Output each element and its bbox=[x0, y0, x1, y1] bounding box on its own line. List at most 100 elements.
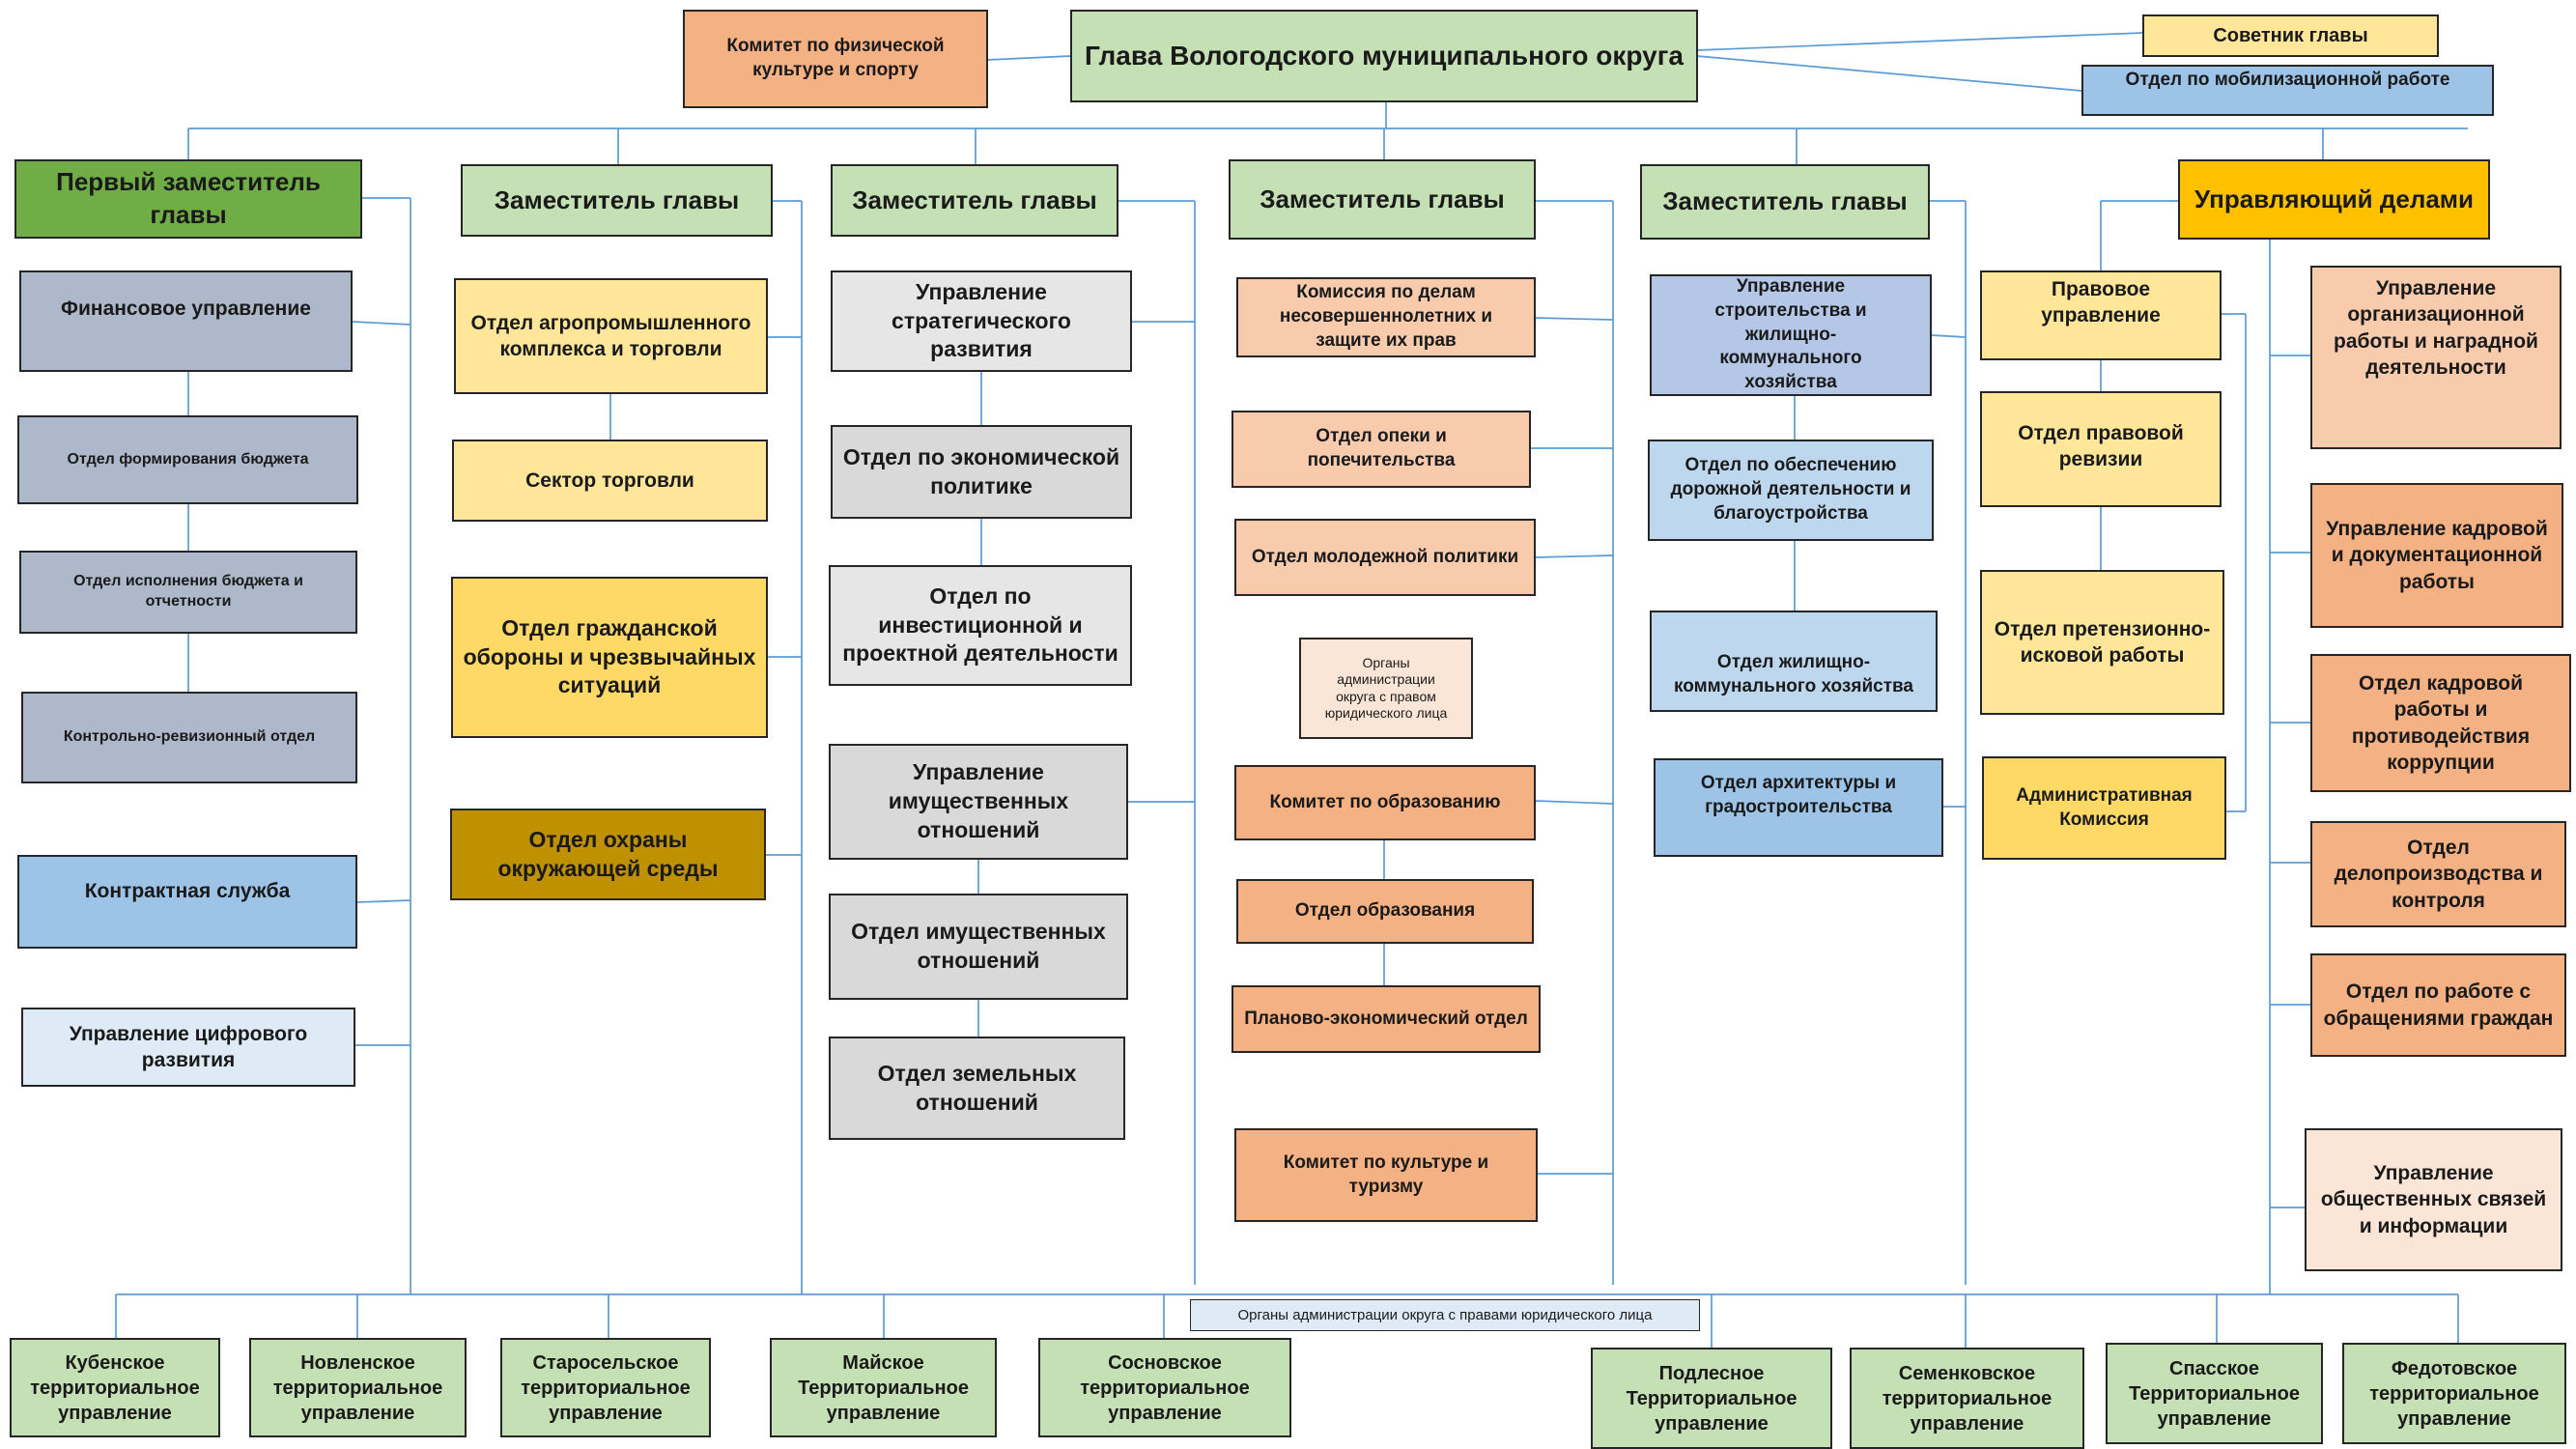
education-dept-box: Отдел образования bbox=[1236, 879, 1534, 944]
unit-label: Отдел охраны окружающей среды bbox=[497, 826, 719, 881]
territorial-unit-label: Подлесное Территориальное управление bbox=[1626, 1362, 1798, 1435]
legal-entity-note-box: Органы администрации округа с правом юри… bbox=[1299, 638, 1473, 739]
unit-label: Отдел претензионно-исковой работы bbox=[1994, 617, 2211, 667]
territorial-unit-box: Старосельское территориальное управление bbox=[500, 1338, 711, 1437]
contract-service-box: Контрактная служба bbox=[17, 855, 357, 949]
anti-corruption-box: Отдел кадровой работы и противодействия … bbox=[2310, 654, 2571, 792]
sport-committee-box: Комитет по физической культуре и спорту bbox=[683, 10, 988, 108]
guardianship-box: Отдел опеки и попечительства bbox=[1231, 411, 1531, 488]
unit-label: Сектор торговли bbox=[525, 469, 694, 492]
territorial-unit-box: Спасское Территориальное управление bbox=[2106, 1343, 2323, 1444]
deputy3-label: Заместитель главы bbox=[852, 185, 1097, 214]
territorial-unit-label: Новленское территориальное управление bbox=[272, 1351, 443, 1424]
civil-defense-box: Отдел гражданской обороны и чрезвычайных… bbox=[451, 577, 768, 738]
minors-commission-box: Комиссия по делам несовершеннолетних и з… bbox=[1236, 277, 1536, 357]
deputy2-label: Заместитель главы bbox=[494, 185, 740, 214]
unit-label: Контрактная служба bbox=[84, 880, 291, 902]
housing-dept-box: Отдел жилищно-коммунального хозяйства bbox=[1650, 611, 1938, 712]
unit-label: Планово-экономический отдел bbox=[1244, 1008, 1528, 1029]
claims-dept-box: Отдел претензионно-исковой работы bbox=[1980, 570, 2224, 715]
territorial-unit-label: Федотовское территориальное управление bbox=[2369, 1357, 2539, 1430]
citizen-appeals-box: Отдел по работе с обращениями граждан bbox=[2310, 953, 2566, 1057]
manager-box: Управляющий делами bbox=[2178, 159, 2490, 240]
architecture-dept-box: Отдел архитектуры и градостроительства bbox=[1654, 758, 1943, 857]
public-relations-box: Управление общественных связей и информа… bbox=[2305, 1128, 2562, 1271]
construction-dept-box: Управление строительства и жилищно-комму… bbox=[1650, 274, 1932, 396]
unit-label: Отдел опеки и попечительства bbox=[1307, 426, 1456, 470]
territorial-unit-label: Спасское Территориальное управление bbox=[2129, 1357, 2300, 1430]
deputy5-box: Заместитель главы bbox=[1640, 164, 1930, 240]
deputy3-box: Заместитель главы bbox=[831, 164, 1118, 237]
unit-label: Отдел исполнения бюджета и отчетности bbox=[73, 573, 303, 610]
territorial-unit-label: Майское Территориальное управление bbox=[798, 1351, 969, 1424]
education-committee-box: Комитет по образованию bbox=[1234, 765, 1536, 840]
agro-dept-box: Отдел агропромышленного комплекса и торг… bbox=[454, 278, 768, 394]
deputy2-box: Заместитель главы bbox=[461, 164, 773, 237]
head-box: Глава Вологодского муниципального округа bbox=[1070, 10, 1698, 102]
unit-label: Административная Комиссия bbox=[2016, 784, 2193, 830]
advisor-box: Советник главы bbox=[2142, 14, 2439, 57]
unit-label: Управление общественных связей и информа… bbox=[2320, 1162, 2547, 1237]
unit-label: Отдел по инвестиционной и проектной деят… bbox=[842, 582, 1118, 667]
unit-label: Отдел правовой ревизии bbox=[2018, 422, 2184, 471]
unit-label: Комитет по культуре и туризму bbox=[1283, 1151, 1489, 1197]
deputy4-label: Заместитель главы bbox=[1260, 184, 1505, 213]
unit-label: Отдел молодежной политики bbox=[1251, 546, 1519, 567]
unit-label: Комиссия по делам несовершеннолетних и з… bbox=[1279, 282, 1493, 351]
unit-label: Контрольно-ревизионный отдел bbox=[63, 728, 316, 746]
strategy-dept-box: Управление стратегического развития bbox=[831, 270, 1132, 372]
investment-dept-box: Отдел по инвестиционной и проектной деят… bbox=[829, 565, 1132, 686]
unit-label: Органы администрации округа с правом юри… bbox=[1324, 654, 1448, 722]
territorial-unit-label: Сосновское территориальное управление bbox=[1080, 1351, 1250, 1424]
economic-policy-box: Отдел по экономической политике bbox=[831, 425, 1132, 519]
territorial-unit-box: Новленское территориальное управление bbox=[249, 1338, 467, 1437]
trade-sector-box: Сектор торговли bbox=[452, 440, 768, 522]
territorial-unit-box: Семенковское территориальное управление bbox=[1850, 1348, 2084, 1449]
mobilization-label: Отдел по мобилизационной работе bbox=[2125, 70, 2450, 90]
unit-label: Отдел по обеспечению дорожной деятельнос… bbox=[1670, 455, 1911, 524]
unit-label: Управление цифрового развития bbox=[69, 1022, 308, 1071]
legal-dept-box: Правовое управление bbox=[1980, 270, 2222, 360]
territorial-unit-box: Сосновское территориальное управление bbox=[1038, 1338, 1291, 1437]
unit-label: Финансовое управление bbox=[61, 298, 311, 320]
advisor-label: Советник главы bbox=[2213, 25, 2368, 46]
territorial-unit-box: Подлесное Территориальное управление bbox=[1591, 1348, 1832, 1449]
admin-commission-box: Административная Комиссия bbox=[1982, 756, 2226, 860]
unit-label: Управление стратегического развития bbox=[892, 278, 1071, 362]
manager-label: Управляющий делами bbox=[2194, 184, 2475, 213]
road-dept-box: Отдел по обеспечению дорожной деятельнос… bbox=[1648, 440, 1934, 541]
unit-label: Отдел кадровой работы и противодействия … bbox=[2351, 671, 2531, 774]
planning-economic-box: Планово-экономический отдел bbox=[1231, 985, 1541, 1053]
sport-committee-label: Комитет по физической культуре и спорту bbox=[726, 36, 945, 80]
property-relations-box: Отдел имущественных отношений bbox=[829, 894, 1128, 1000]
territorial-unit-label: Семенковское территориальное управление bbox=[1882, 1362, 2052, 1435]
digital-dept-box: Управление цифрового развития bbox=[21, 1008, 355, 1087]
territorial-unit-label: Старосельское территориальное управление bbox=[521, 1351, 691, 1424]
territorial-unit-box: Кубенское территориальное управление bbox=[10, 1338, 220, 1437]
records-control-box: Отдел делопроизводства и контроля bbox=[2310, 821, 2566, 927]
unit-label: Отдел делопроизводства и контроля bbox=[2334, 837, 2543, 912]
legend-note-label: Органы администрации округа с правами юр… bbox=[1237, 1306, 1653, 1323]
head-label: Глава Вологодского муниципального округа bbox=[1085, 40, 1684, 71]
unit-label: Отдел земельных отношений bbox=[877, 1060, 1077, 1115]
audit-dept-box: Контрольно-ревизионный отдел bbox=[21, 692, 357, 783]
culture-committee-box: Комитет по культуре и туризму bbox=[1234, 1128, 1538, 1222]
territorial-unit-label: Кубенское территориальное управление bbox=[30, 1351, 200, 1424]
unit-label: Отдел образования bbox=[1294, 900, 1476, 922]
deputy4-box: Заместитель главы bbox=[1229, 159, 1536, 240]
budget-formation-box: Отдел формирования бюджета bbox=[17, 415, 358, 504]
deputy5-label: Заместитель главы bbox=[1662, 186, 1908, 216]
unit-label: Отдел по работе с обращениями граждан bbox=[2323, 980, 2554, 1030]
youth-policy-box: Отдел молодежной политики bbox=[1234, 519, 1536, 596]
unit-label: Отдел архитектуры и градостроительства bbox=[1700, 773, 1897, 817]
environment-box: Отдел охраны окружающей среды bbox=[450, 809, 766, 900]
org-work-dept-box: Управление организационной работы и нагр… bbox=[2310, 266, 2562, 449]
unit-label: Отдел агропромышленного комплекса и торг… bbox=[470, 311, 751, 360]
territorial-unit-box: Федотовское территориальное управление bbox=[2342, 1343, 2566, 1444]
unit-label: Комитет по образованию bbox=[1269, 791, 1501, 812]
unit-label: Отдел жилищно-коммунального хозяйства bbox=[1674, 651, 1913, 696]
budget-execution-box: Отдел исполнения бюджета и отчетности bbox=[19, 551, 357, 634]
personnel-doc-box: Управление кадровой и документационной р… bbox=[2310, 483, 2563, 628]
territorial-unit-box: Майское Территориальное управление bbox=[770, 1338, 997, 1437]
